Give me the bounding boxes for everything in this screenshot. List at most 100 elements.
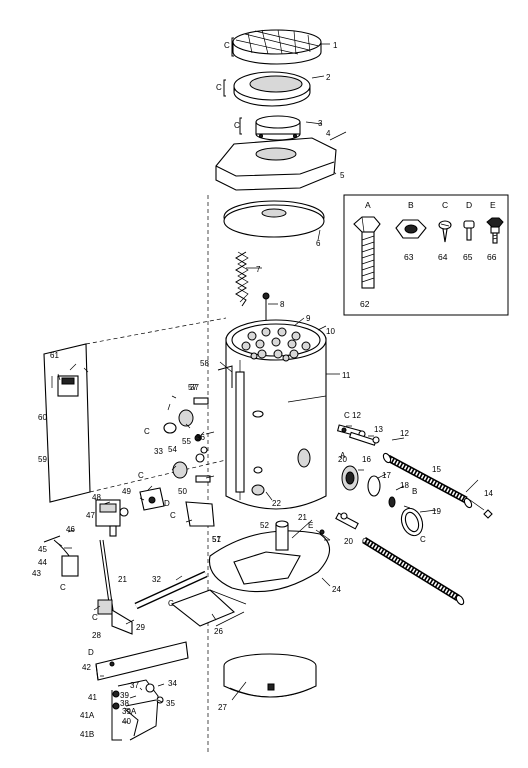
label-e1: E	[308, 521, 313, 530]
label-43: 43	[32, 569, 41, 578]
label-b1: B	[412, 487, 417, 496]
bolt-icon	[353, 216, 381, 289]
label-38: 38	[120, 699, 129, 708]
hex-screw-icon	[486, 217, 504, 244]
label-42a: 42	[82, 663, 91, 672]
label-17: 17	[382, 471, 391, 480]
label-c3: C	[234, 121, 240, 130]
label-15: 15	[432, 465, 441, 474]
label-1: 1	[333, 41, 338, 50]
label-41a: 41A	[80, 711, 95, 720]
label-61: 61	[50, 351, 59, 360]
label-56: 56	[196, 433, 205, 442]
label-c12: C	[344, 411, 350, 420]
label-6: 6	[316, 239, 321, 248]
legend-letter-d: D	[466, 200, 472, 210]
label-21b: 21	[118, 575, 127, 584]
label-48: 48	[92, 493, 101, 502]
label-c9: C	[168, 599, 174, 608]
label-49: 49	[122, 487, 131, 496]
label-41: 41	[88, 693, 97, 702]
label-5: 5	[340, 171, 345, 180]
combustion-shield	[95, 641, 189, 681]
thermocouple-wire	[43, 535, 79, 577]
label-39a: 39A	[122, 707, 137, 716]
label-c5: C	[138, 471, 144, 480]
knob-assembly	[172, 453, 211, 483]
label-54: 54	[168, 445, 177, 454]
label-d1: D	[88, 648, 94, 657]
top-ring	[233, 71, 311, 107]
drain-valve	[483, 509, 493, 519]
thermostat-opening	[297, 448, 311, 468]
jacket-guide-line	[85, 317, 227, 345]
label-d2: D	[164, 499, 170, 508]
gasket-ring	[367, 475, 381, 497]
label-50: 50	[178, 487, 187, 496]
label-7: 7	[256, 265, 261, 274]
label-22: 22	[272, 499, 281, 508]
legend-letter-a: A	[365, 200, 371, 210]
base-pan	[223, 653, 317, 698]
relief-valve-thread	[372, 436, 380, 444]
machine-screw-icon	[463, 220, 475, 241]
flue-tubes	[241, 327, 311, 362]
label-24: 24	[332, 585, 341, 594]
orifice-fitting	[335, 512, 359, 530]
label-40: 40	[122, 717, 131, 726]
right-fittings	[336, 424, 493, 537]
gas-line-tube-lower	[362, 537, 465, 606]
label-26: 26	[214, 627, 223, 636]
label-c8: C	[92, 613, 98, 622]
gas-line-tube-upper	[382, 452, 473, 509]
label-4: 4	[326, 129, 331, 138]
label-16: 16	[362, 455, 371, 464]
legend-number-62: 62	[360, 299, 370, 309]
nut-icon	[395, 219, 427, 239]
top-grille	[232, 29, 322, 65]
thermocouple-holder	[139, 487, 165, 511]
label-14: 14	[484, 489, 493, 498]
label-35: 35	[166, 699, 175, 708]
label-c4: C	[144, 427, 150, 436]
label-12b: 12	[400, 429, 409, 438]
label-33: 33	[154, 447, 163, 456]
access-door-clip	[388, 496, 396, 508]
legend-letter-b: B	[408, 200, 414, 210]
label-11: 11	[342, 371, 351, 380]
label-21a: 21	[298, 513, 307, 522]
label-37b: 37	[190, 383, 199, 392]
label-45: 45	[38, 545, 47, 554]
legend-number-63: 63	[404, 252, 414, 262]
leader-lines	[55, 43, 485, 723]
label-20a: 20	[338, 455, 347, 464]
flue-collar	[255, 115, 301, 141]
manifold-tube	[97, 570, 208, 635]
legend-letter-c: C	[442, 200, 448, 210]
label-13: 13	[374, 425, 383, 434]
label-8: 8	[280, 300, 285, 309]
label-28: 28	[92, 631, 101, 640]
label-34: 34	[168, 679, 177, 688]
pilot-burner	[251, 484, 265, 496]
label-2: 2	[326, 73, 331, 82]
label-18: 18	[400, 481, 409, 490]
label-55: 55	[182, 437, 191, 446]
jacket-guide-line-lower	[89, 459, 227, 493]
label-c2: C	[216, 83, 222, 92]
label-c10: C	[420, 535, 426, 544]
gas-control-valve	[95, 499, 129, 537]
label-a1: A	[340, 451, 346, 460]
label-58: 58	[200, 359, 209, 368]
inner-door	[400, 507, 424, 537]
label-47: 47	[86, 511, 95, 520]
water-heater-tank	[225, 319, 327, 510]
baffle-plate	[223, 200, 325, 238]
legend-frame	[343, 194, 509, 316]
label-27: 27	[218, 703, 227, 712]
legend-number-64: 64	[438, 252, 448, 262]
label-60: 60	[38, 413, 47, 422]
screw-icon	[438, 220, 452, 243]
thermostat-assembly	[341, 465, 359, 491]
